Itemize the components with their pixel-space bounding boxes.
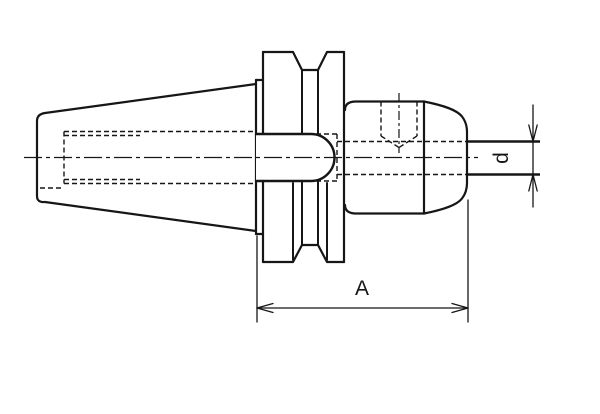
dimension-A [256, 199, 469, 323]
setscrew-hole-hidden-lines [380, 101, 418, 149]
dim-A-label: A [355, 277, 369, 300]
taper-shank-outline [35, 78, 265, 236]
taper-bore-hidden-lines [40, 130, 256, 189]
dimension-d [528, 104, 538, 208]
dim-A-arrow-right [451, 302, 469, 314]
body-bore-hidden-lines [337, 140, 466, 176]
dim-d-arrow-bottom [528, 173, 538, 192]
dim-d-label: d [490, 152, 513, 164]
pilot-shank-cylinder [467, 140, 540, 176]
dim-d-arrow-top [528, 124, 538, 143]
dim-A-arrow-left [256, 302, 274, 314]
drive-slot-hidden-lines [316, 133, 338, 182]
